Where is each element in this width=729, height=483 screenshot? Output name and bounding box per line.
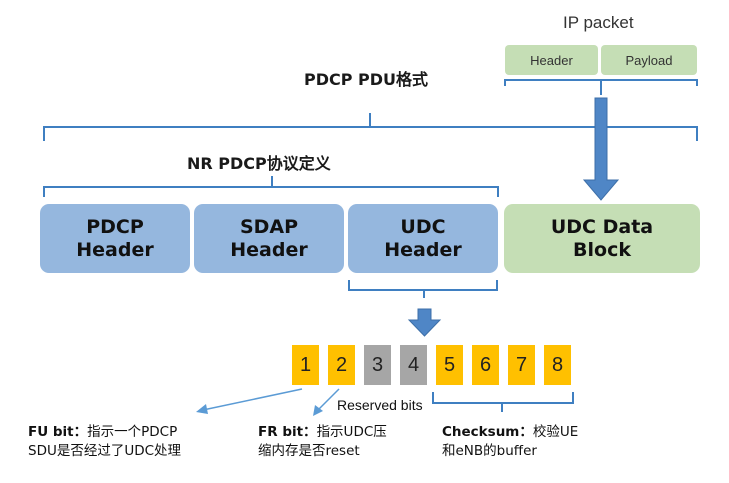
- pdcp-pdu-format-title: PDCP PDU格式: [304, 70, 429, 89]
- bit-box-1: 1: [292, 345, 319, 385]
- fu-bit-note: FU bit：指示一个PDCP SDU是否经过了UDC处理: [28, 423, 181, 461]
- ip-to-data-block-arrow: [582, 97, 620, 201]
- fr-bit-desc-line2: 缩内存是否reset: [258, 443, 360, 459]
- ip-payload-field: Payload: [601, 45, 697, 75]
- fr-pointer-line: [317, 388, 340, 411]
- bit-box-8: 8: [544, 345, 571, 385]
- bit-box-4: 4: [400, 345, 427, 385]
- ip-packet-bracket: [504, 79, 698, 95]
- udc-header-down-arrow: [407, 308, 442, 337]
- fr-bit-note: FR bit：指示UDC压 缩内存是否reset: [258, 423, 387, 461]
- checksum-bracket: [432, 392, 574, 412]
- checksum-desc-line2: 和eNB的buffer: [442, 443, 537, 459]
- udc-header-block: UDC Header: [348, 204, 498, 273]
- bit-box-2: 2: [328, 345, 355, 385]
- nr-pdcp-bracket: [43, 176, 499, 197]
- fu-bit-desc-line1: 指示一个PDCP: [87, 424, 178, 440]
- fr-pointer-arrowhead: [313, 405, 323, 416]
- reserved-bits-label: Reserved bits: [337, 397, 423, 413]
- ip-header-field: Header: [505, 45, 598, 75]
- udc-header-bracket: [348, 280, 498, 298]
- checksum-note: Checksum：校验UE 和eNB的buffer: [442, 423, 578, 461]
- bit-box-5: 5: [436, 345, 463, 385]
- checksum-term: Checksum：: [442, 424, 533, 440]
- sdap-header-block: SDAP Header: [194, 204, 344, 273]
- fu-bit-desc-line2: SDU是否经过了UDC处理: [28, 443, 182, 459]
- ip-packet-title: IP packet: [563, 13, 634, 32]
- udc-data-block: UDC Data Block: [504, 204, 700, 273]
- fr-bit-desc-line1: 指示UDC压: [316, 424, 387, 440]
- nr-pdcp-definition-title: NR PDCP协议定义: [187, 154, 331, 173]
- checksum-desc-line1: 校验UE: [532, 424, 579, 440]
- fu-bit-term: FU bit：: [28, 424, 88, 440]
- bit-box-7: 7: [508, 345, 535, 385]
- bit-box-3: 3: [364, 345, 391, 385]
- fu-pointer-arrowhead: [196, 404, 208, 414]
- pdcp-pdu-bracket: [43, 113, 698, 141]
- fu-pointer-line: [202, 388, 303, 411]
- pdcp-header-block: PDCP Header: [40, 204, 190, 273]
- fr-bit-term: FR bit：: [258, 424, 317, 440]
- bit-box-6: 6: [472, 345, 499, 385]
